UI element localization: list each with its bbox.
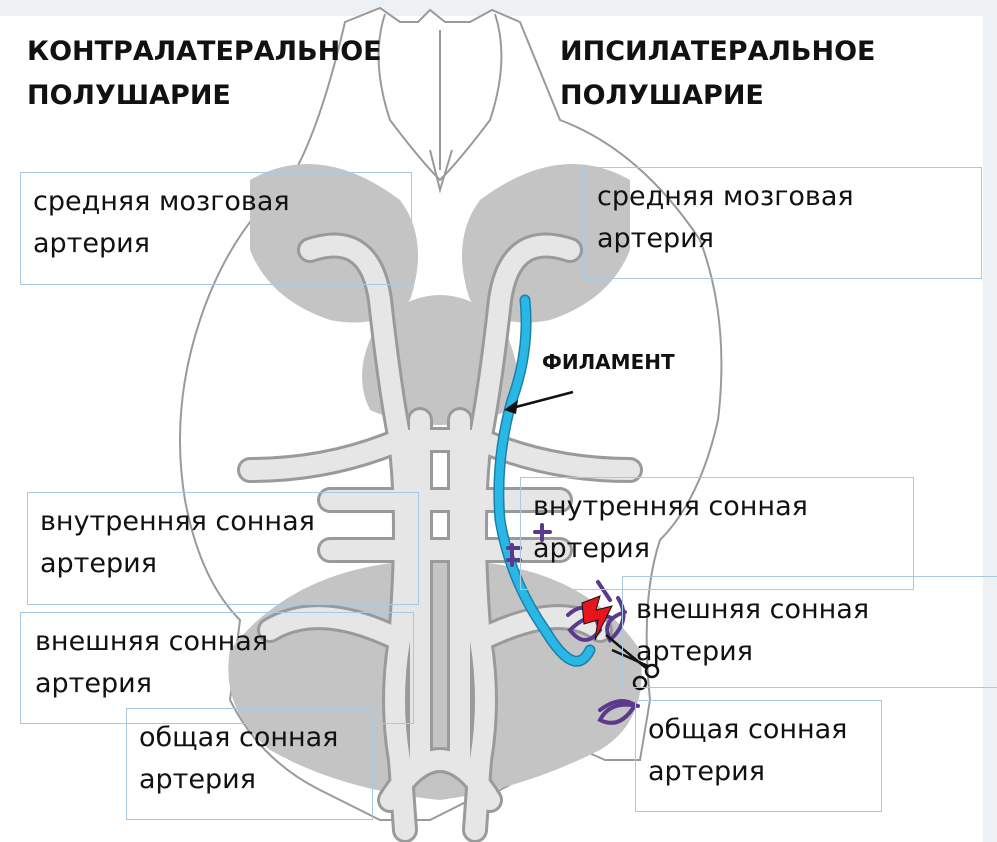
label-mca-left: средняя мозговая артерия xyxy=(20,172,412,285)
label-cca-left: общая сонная артерия xyxy=(126,708,373,820)
label-ica-right: внутренняя сонная артерия xyxy=(520,477,914,590)
label-ica-left: внутренняя сонная артерия xyxy=(27,492,419,605)
label-cca-right: общая сонная артерия xyxy=(635,700,882,812)
label-mca-right: средняя мозговая артерия xyxy=(584,167,982,279)
label-eca-right: внешняя сонная артерия xyxy=(624,585,984,685)
header-contralateral: КОНТРАЛАТЕРАЛЬНОЕ ПОЛУШАРИЕ xyxy=(27,30,382,118)
filament-label: ФИЛАМЕНТ xyxy=(542,350,675,374)
header-ipsilateral: ИПСИЛАТЕРАЛЬНОЕ ПОЛУШАРИЕ xyxy=(560,30,875,118)
